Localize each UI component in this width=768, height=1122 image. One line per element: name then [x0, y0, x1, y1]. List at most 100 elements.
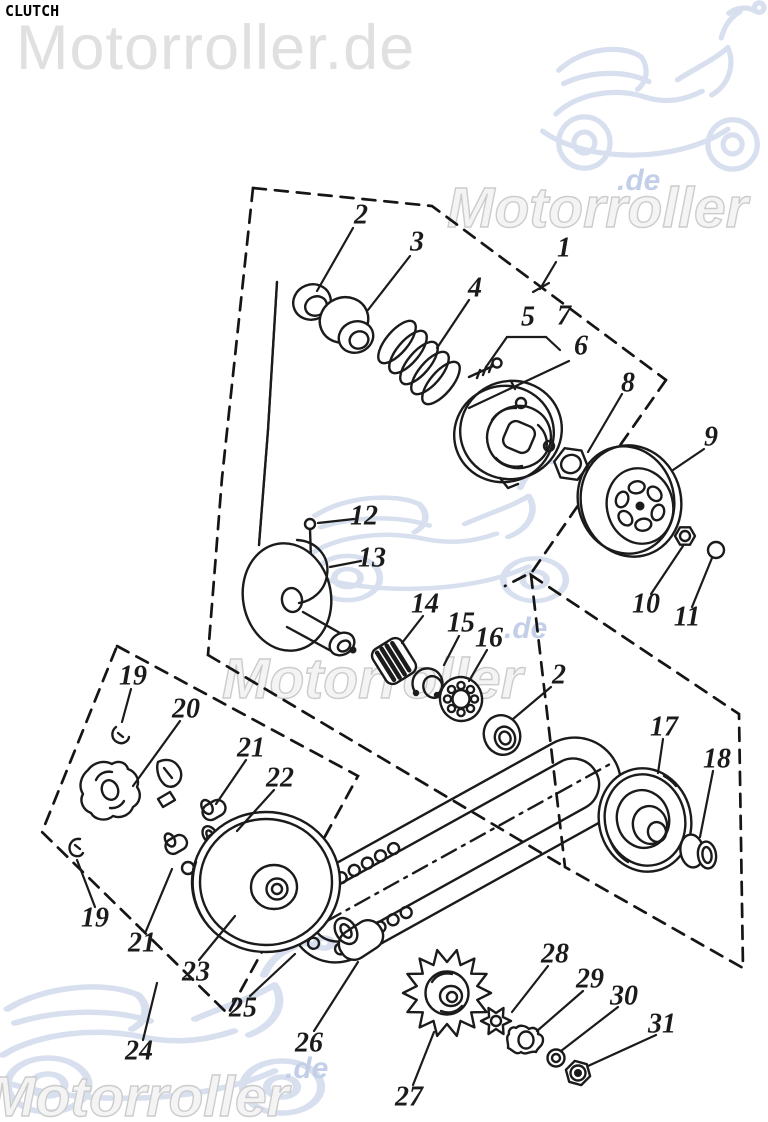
watermark-de-bottom: .de — [285, 1052, 328, 1085]
part-16-ball-bearing — [438, 675, 484, 723]
leader-line-21-21 — [214, 758, 248, 806]
callout-line-5 — [257, 428, 270, 547]
leader-line-8-7 — [586, 392, 624, 454]
part-30-washer — [546, 1048, 566, 1068]
part-31-nut — [564, 1059, 592, 1087]
part-label-30-32: 30 — [609, 981, 638, 1012]
part-14-needle-bearing — [370, 636, 418, 686]
leader-line-16-15 — [467, 648, 489, 683]
leader-line-18-18 — [698, 769, 715, 839]
leader-line-13-12 — [328, 559, 363, 569]
callout-line-2 — [544, 335, 562, 352]
part-13-pulley-half — [241, 538, 357, 657]
leader-line-2-1 — [315, 226, 355, 293]
leader-line-28-30 — [510, 964, 550, 1014]
leader-line-9-8 — [671, 447, 706, 472]
part-label-22-22: 22 — [265, 763, 294, 794]
part-19-clip-lower — [68, 837, 85, 858]
part-21-roller-lower — [163, 832, 189, 856]
part-label-12-11: 12 — [350, 501, 378, 532]
leader-line-31-33 — [586, 1033, 658, 1068]
leader-line-11-10 — [690, 556, 714, 609]
part-label-7-5: 7 — [557, 301, 572, 332]
leader-line-17-17 — [656, 737, 665, 775]
leader-line-1-0 — [538, 260, 558, 291]
watermark-brand-top-right: Motorroller — [447, 176, 751, 240]
part-label-18-18: 18 — [703, 744, 731, 775]
part-27-fan-wheel — [401, 948, 493, 1038]
part-label-31-33: 31 — [647, 1009, 676, 1040]
part-6-7-clutch-assembly — [452, 379, 564, 490]
part-2-oil-seal-lower — [482, 714, 522, 756]
part-label-28-30: 28 — [540, 939, 569, 970]
part-9-clutch-bell — [576, 444, 683, 558]
part-8-hex-nut — [553, 447, 589, 481]
part-label-27-29: 27 — [394, 1082, 424, 1113]
leader-line-19-19 — [120, 687, 133, 724]
part-label-8-7: 8 — [621, 368, 635, 399]
leader-line-30-32 — [559, 1005, 620, 1053]
part-label-4-3: 4 — [467, 273, 482, 304]
part-label-5-4: 5 — [521, 302, 535, 333]
part-label-6-6: 6 — [574, 331, 588, 362]
group-box-variator — [40, 644, 360, 1017]
part-18-washer-clip — [679, 833, 718, 870]
part-5-screw — [467, 357, 503, 380]
group-box-rear-pulley — [529, 572, 745, 971]
part-label-10-9: 10 — [632, 589, 660, 620]
part-label-21-21: 21 — [236, 733, 265, 764]
watermark-de-top-right: .de — [617, 164, 660, 197]
leader-line-6-6 — [467, 359, 571, 410]
part-17-pulley-outer — [597, 767, 693, 873]
leader-line-19-23 — [75, 858, 97, 909]
part-28-star-washer — [479, 1006, 513, 1036]
leader-line-2-16 — [511, 685, 553, 721]
leader-line-4-3 — [435, 298, 471, 350]
callout-line-1 — [484, 335, 509, 369]
leader-line-22-22 — [235, 788, 276, 833]
watermark-de-middle: .de — [504, 612, 547, 645]
part-label-2-16: 2 — [551, 660, 566, 691]
part-label-2-1: 2 — [353, 200, 368, 231]
part-label-13-12: 13 — [358, 543, 386, 574]
part-label-3-2: 3 — [409, 227, 424, 258]
group-box-clutch-assembly — [206, 186, 668, 869]
page-title: CLUTCH — [5, 2, 60, 20]
part-label-15-14: 15 — [447, 608, 475, 639]
leader-line-26-28 — [312, 960, 360, 1033]
part-label-1-0: 1 — [557, 233, 571, 264]
part-label-25-27: 25 — [228, 993, 257, 1024]
part-label-14-13: 14 — [411, 589, 439, 620]
leader-line-25-27 — [248, 952, 297, 998]
part-3-bushing — [318, 296, 375, 354]
part-label-19-19: 19 — [119, 661, 147, 692]
part-label-24-26: 24 — [124, 1036, 153, 1067]
leader-line-10-9 — [649, 544, 685, 596]
leader-line-27-29 — [411, 1030, 436, 1087]
part-label-29-31: 29 — [575, 964, 604, 995]
part-label-16-15: 16 — [475, 623, 503, 654]
leader-line-24-26 — [141, 981, 159, 1042]
part-20-ramp-plate — [79, 758, 183, 821]
part-23-front-pulley — [190, 810, 342, 954]
leader-line-3-2 — [366, 254, 412, 312]
part-11-ring — [706, 540, 726, 560]
part-10-nut — [673, 526, 697, 546]
watermark-brand-bottom: Motorroller — [0, 1065, 292, 1122]
part-label-19-23: 19 — [81, 903, 109, 934]
part-label-26-28: 26 — [294, 1028, 323, 1059]
part-label-17-17: 17 — [650, 712, 679, 743]
leader-line-23-25 — [197, 914, 237, 962]
watermark-top-text: Motorroller.de — [16, 13, 416, 83]
part-label-20-20: 20 — [171, 694, 200, 725]
part-21-roller-upper — [200, 798, 227, 822]
part-label-23-25: 23 — [181, 957, 210, 988]
leader-line-14-13 — [400, 614, 425, 645]
part-26-spacer — [333, 916, 385, 961]
leader-line-29-31 — [535, 989, 585, 1033]
callout-line-4 — [266, 280, 279, 432]
part-4-spring — [377, 319, 461, 406]
